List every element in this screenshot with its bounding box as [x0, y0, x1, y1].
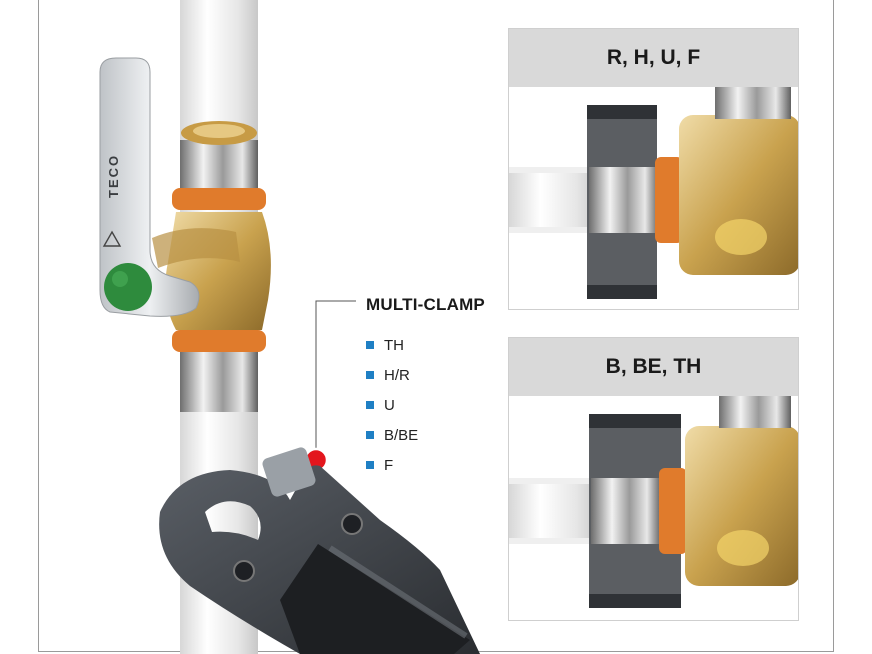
jaw-profile-illustration [509, 396, 798, 608]
profile-panel-rhuf: R, H, U, F [508, 28, 799, 310]
profile-panel-bbeth: B, BE, TH [508, 337, 799, 621]
square-bullet-icon [366, 431, 374, 439]
valve-handle [99, 57, 200, 317]
list-item: H/R [366, 360, 418, 390]
orange-ring-lower [172, 330, 266, 352]
square-bullet-icon [366, 461, 374, 469]
square-bullet-icon [366, 371, 374, 379]
multi-clamp-title: MULTI-CLAMP [366, 295, 485, 314]
press-tool-insert [262, 447, 316, 497]
list-item: B/BE [366, 420, 418, 450]
clamp-type-list: TH H/R U B/BE F [366, 330, 418, 480]
handle-green-knob [104, 263, 152, 311]
orange-ring-upper [172, 188, 266, 210]
press-sleeve-lower [180, 350, 258, 412]
tool-bolt-upper [341, 513, 363, 535]
list-item: TH [366, 330, 418, 360]
valve-brand-logo: TECO [106, 154, 121, 198]
square-bullet-icon [366, 341, 374, 349]
tool-bolt-left [233, 560, 255, 582]
panel-title: B, BE, TH [509, 338, 798, 396]
callout-leader-line [315, 300, 356, 458]
panel-title: R, H, U, F [509, 29, 798, 87]
list-item: F [366, 450, 418, 480]
warning-triangle-icon [102, 230, 122, 247]
tool-handle [280, 544, 470, 654]
square-bullet-icon [366, 401, 374, 409]
jaw-profile-illustration [509, 87, 798, 299]
list-item: U [366, 390, 418, 420]
